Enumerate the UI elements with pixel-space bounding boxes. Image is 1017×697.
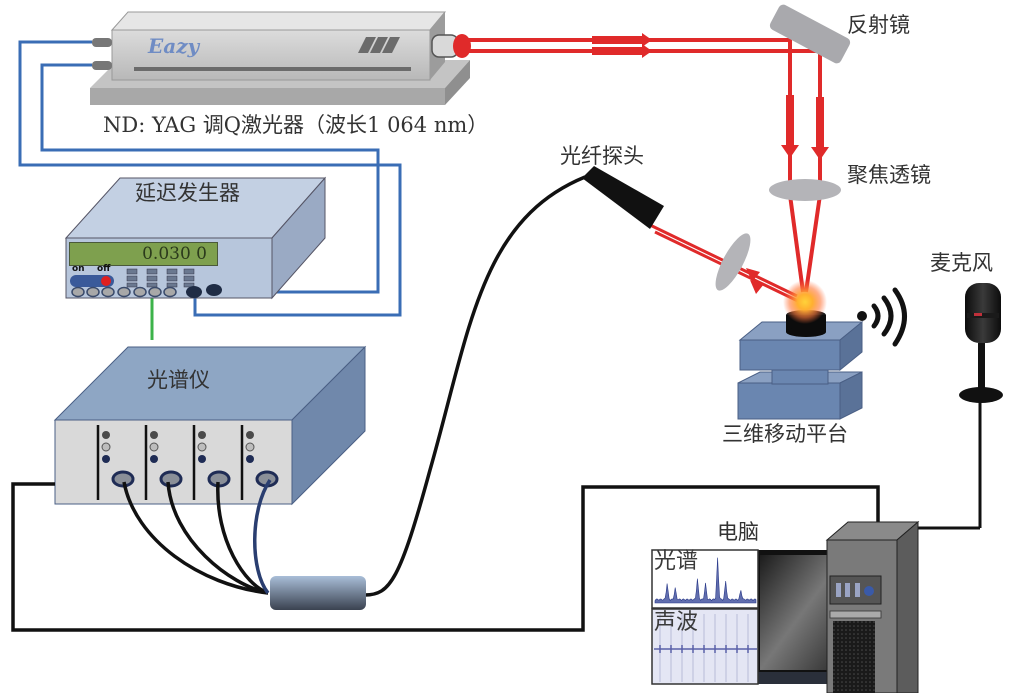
laser-beam [465,38,822,304]
stage-top-front [739,339,841,371]
switch-on-label: on [72,264,85,274]
laser-connector-1 [92,38,112,47]
microphone-label: 麦克风 [930,251,993,275]
tower-side [896,520,919,694]
mic-base [959,387,1003,403]
fiber-bundle [122,479,272,595]
output-port-1 [186,286,202,298]
laser-output-spot [453,34,471,58]
spectrum-plot [654,557,757,604]
channel-led [246,455,254,463]
delay-display: 0.030 0 [69,242,218,266]
plasma-glow [783,280,827,324]
mic-stem [978,343,985,388]
fiber-probe-head [582,166,664,229]
translation-stage [737,280,864,420]
collection-lens [715,233,751,291]
channel-led [102,431,110,439]
channel-led [150,431,158,439]
system-signal-cable [11,482,880,632]
channel-led [246,431,254,439]
mirror-label: 反射镜 [847,13,910,37]
beam-focus-left [788,194,805,293]
delay-generator-label: 延迟发生器 [135,181,240,205]
acoustic-plot [654,614,757,682]
emission-arrow-1 [746,268,760,282]
stage-bottom-front [737,382,841,420]
mirror [769,4,851,64]
emission-arrow-2 [750,280,764,294]
focusing-lens [769,179,841,201]
laser-vent-icon [358,37,400,53]
channel-led [150,455,158,463]
spectrometer [11,345,880,632]
laser-base-front [90,88,445,105]
fiber-splitter [270,576,366,610]
power-switch-indicator [101,276,111,286]
laser-connector-2 [92,61,112,70]
front-knobs [71,286,177,298]
switch-off-label: off [97,264,111,274]
spectrometer-label: 光谱仪 [147,368,210,392]
channel-led [101,442,111,452]
channel-led [149,442,159,452]
beam-focus-right [804,194,822,293]
computer-label: 电脑 [717,520,759,544]
stage-top-side [839,320,863,372]
tower-grille [833,621,875,693]
fiber-cable [364,175,586,597]
stage-bottom-side [839,371,863,420]
channel-led [197,442,207,452]
delaygen-side [271,176,326,300]
laser-label: ND: YAG 调Q激光器（波长1 064 nm） [103,113,489,137]
laser-slot [134,67,411,71]
spectrometer-front [54,419,293,505]
computer [651,520,920,694]
trigger-cables [18,40,402,317]
trigger-cable-inner [40,63,380,294]
keypad [126,268,195,288]
spectrometer-channel [96,425,135,500]
fiber-port [159,470,183,488]
screen-acoustic-label: 声波 [654,610,699,635]
tower-power-button [864,586,874,596]
trigger-cable-outer [18,40,402,317]
focusing-lens-label: 聚焦透镜 [847,163,931,187]
spectrometer-channel [144,425,183,500]
beam-arrows [592,33,829,294]
tower-drive-bay [829,610,882,619]
laser-head-top [110,11,447,31]
channel-led [198,431,206,439]
fiber-probe [364,166,664,597]
laser-head-front [111,29,431,81]
channel-led [245,442,255,452]
screen-spectrum-label: 光谱 [654,549,699,574]
stage-label: 三维移动平台 [722,422,848,446]
laser-base-side [445,60,470,105]
microphone [915,283,1003,530]
spectrum-line [654,557,757,604]
laser-device [90,11,471,105]
channel-led [198,455,206,463]
sound-wave-icon [857,287,907,347]
acoustic-window [651,608,759,685]
output-port-2 [206,284,222,296]
fiber-port [111,470,135,488]
channel-led [102,455,110,463]
delay-generator [64,176,327,300]
spectrometer-side [291,345,366,506]
laser-brand-logo: Eazy [148,34,200,58]
fiber-probe-label: 光纤探头 [560,144,644,168]
